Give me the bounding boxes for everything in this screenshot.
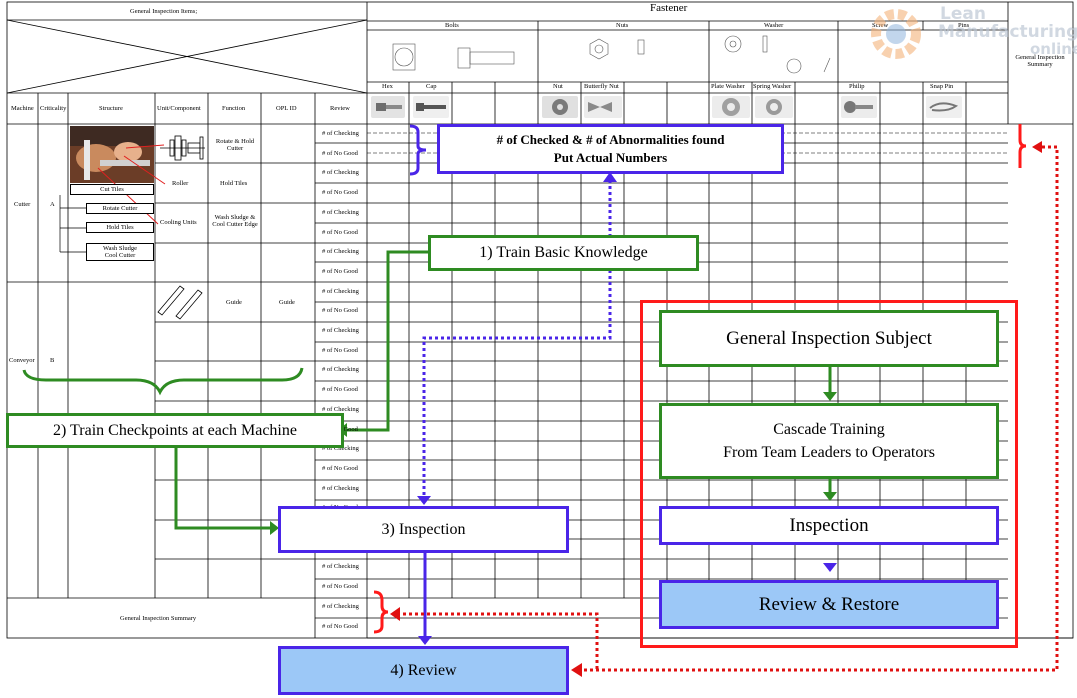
train-checkpoints-box: 2) Train Checkpoints at each Machine <box>6 413 344 448</box>
review-checking-label: # of Checking <box>322 208 359 216</box>
opl-guide: Guide <box>279 299 295 306</box>
flow-cascade-box: Cascade Training From Team Leaders to Op… <box>659 403 999 479</box>
flow-cascade-line2: From Team Leaders to Operators <box>723 444 935 461</box>
sub-butterfly-nut: Butterfly Nut <box>584 83 619 90</box>
review-checking-label: # of Checking <box>322 405 359 413</box>
tree-hold-tiles-label: Hold Tiles <box>106 224 134 231</box>
review-no-good-label: # of No Good <box>322 386 358 394</box>
review-checking-label: # of Checking <box>322 602 359 610</box>
fastener-header: Fastener <box>650 2 688 14</box>
review-no-good-label: # of No Good <box>322 228 358 236</box>
flow-frame <box>640 300 1018 648</box>
review-checking-label: # of Checking <box>322 327 359 334</box>
inspection-box: 3) Inspection <box>278 506 569 553</box>
review-checking-label: # of Checking <box>322 445 359 453</box>
tree-cut-tiles-label: Cut Tiles <box>100 186 124 193</box>
train-basic-label: 1) Train Basic Knowledge <box>479 244 648 261</box>
tree-rotate-cutter-label: Rotate Cutter <box>102 205 138 212</box>
review-checking-label: # of Checking <box>322 287 359 295</box>
checked-callout: # of Checked & # of Abnormalities found … <box>437 124 784 174</box>
group-washer: Washer <box>764 22 784 29</box>
review-no-good-label: # of No Good <box>322 307 358 315</box>
summary-header: General Inspection Summary <box>1015 54 1065 68</box>
col-structure: Structure <box>99 105 123 112</box>
train-checkpoints-label: 2) Train Checkpoints at each Machine <box>53 421 297 439</box>
flow-cascade-line1: Cascade Training <box>773 421 885 438</box>
col-unit-component: Unit/Component <box>157 105 201 112</box>
flow-review-box: Review & Restore <box>659 580 999 629</box>
review-no-good-label: # of No Good <box>322 189 358 197</box>
flow-inspection-box: Inspection <box>659 506 999 545</box>
review-no-good-label: # of No Good <box>322 583 358 591</box>
review-no-good-label: # of No Good <box>322 149 358 157</box>
sub-snap-pin: Snap Pin <box>930 83 954 90</box>
watermark-line1: Lean <box>940 4 986 24</box>
function-guide: Guide <box>226 299 242 306</box>
review-checking-label: # of Checking <box>322 563 359 571</box>
sub-spring-washer: Spring Washer <box>753 83 792 90</box>
review-no-good-label: # of No Good <box>322 267 358 275</box>
review-checking-label: # of Checking <box>322 366 359 374</box>
tree-cut-tiles: Cut Tiles <box>70 184 154 195</box>
col-machine: Machine <box>11 105 34 112</box>
review-box: 4) Review <box>278 646 569 695</box>
criticality-b: B <box>50 357 55 364</box>
review-no-good-label: # of No Good <box>322 622 358 630</box>
review-no-good-label: # of No Good <box>322 464 358 472</box>
sub-plate-washer: Plate Washer <box>711 83 745 90</box>
review-checking-label: # of Checking <box>322 484 359 492</box>
review-no-good-label: # of No Good <box>322 346 358 354</box>
flow-review-label: Review & Restore <box>758 593 900 615</box>
function-hold-tiles: Hold Tiles <box>220 180 248 187</box>
review-checking-label: # of Checking <box>322 169 359 177</box>
tree-rotate-cutter: Rotate Cutter <box>86 203 154 214</box>
function-rotate-hold: Rotate & Hold Cutter <box>215 138 255 152</box>
flow-subject-label: General Inspection Subject <box>726 327 932 349</box>
sub-hex: Hex <box>382 83 393 90</box>
col-function: Function <box>222 105 246 112</box>
machine-cutter: Cutter <box>14 201 31 208</box>
col-opl-id: OPL ID <box>276 105 297 112</box>
watermark-line2: Manufacturing <box>938 22 1077 42</box>
tree-wash-sludge-label: Wash Sludge Cool Cutter <box>103 245 137 259</box>
criticality-a: A <box>50 201 55 208</box>
group-nuts: Nuts <box>616 22 629 29</box>
flow-subject-box: General Inspection Subject <box>659 310 999 367</box>
review-checking-label: # of Checking <box>322 248 359 256</box>
machine-conveyor: Conveyor <box>9 357 35 364</box>
flow-inspection-label: Inspection <box>789 514 869 536</box>
general-items-header: General Inspection Items; <box>130 8 198 15</box>
function-wash: Wash Sludge & Cool Cutter Edge <box>212 214 258 228</box>
unit-roller: Roller <box>172 180 189 187</box>
watermark-logo <box>866 4 926 64</box>
review-label: 4) Review <box>390 661 457 679</box>
train-basic-box: 1) Train Basic Knowledge <box>428 235 699 271</box>
checked-callout-line2: Put Actual Numbers <box>553 150 668 165</box>
unit-cooling: Cooling Units <box>160 219 197 226</box>
group-bolts: Bolts <box>445 22 459 29</box>
inspection-label: 3) Inspection <box>381 520 466 538</box>
summary-row-label: General Inspection Summary <box>120 615 197 622</box>
tree-wash-sludge: Wash Sludge Cool Cutter <box>86 243 154 261</box>
checked-callout-line1: # of Checked & # of Abnormalities found <box>496 132 725 147</box>
watermark-line3: online <box>1030 40 1077 58</box>
sub-philip: Philip <box>849 83 865 90</box>
review-checking-label: # of Checking <box>322 130 359 137</box>
tree-hold-tiles: Hold Tiles <box>86 222 154 233</box>
cutter-photo <box>70 126 154 183</box>
group-pins: Pins <box>958 22 970 29</box>
col-criticality: Criticality <box>40 105 67 112</box>
col-review: Review <box>330 105 350 112</box>
sub-cap: Cap <box>426 83 437 90</box>
sub-nut: Nut <box>553 83 563 90</box>
